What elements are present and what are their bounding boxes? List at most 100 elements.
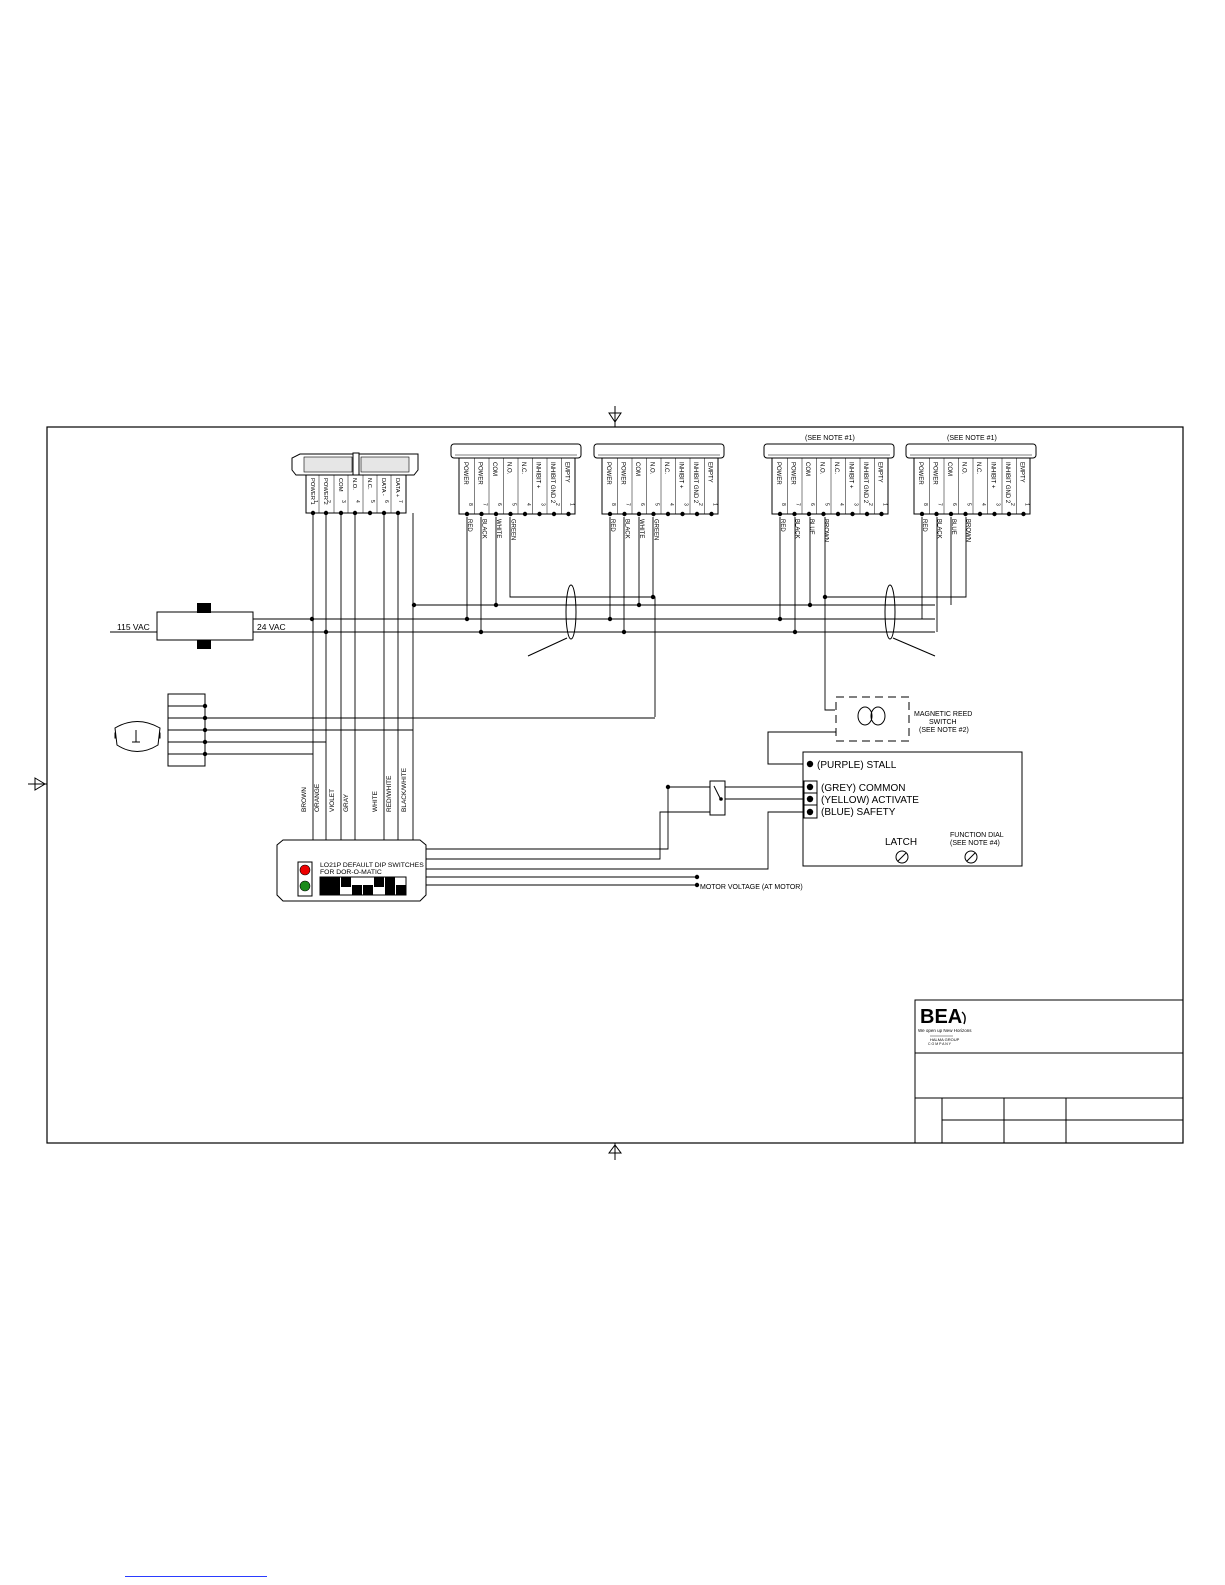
- lo21p-subtitle: FOR DOR-O-MATIC: [320, 869, 382, 876]
- sensor-pin-label: EMPTY: [1019, 462, 1025, 483]
- sensor-wire-color-label: GREEN: [653, 519, 659, 540]
- sensor-pin-terminal: [651, 511, 656, 517]
- sensor-pin-label: INHIBIT +: [535, 462, 541, 489]
- sensor-pin-number: 4: [980, 503, 986, 506]
- control-pin-label: COM: [337, 478, 343, 492]
- sensor-pin-terminal: [977, 511, 983, 517]
- sensor-pin-terminal: [479, 511, 484, 517]
- sensor-pin-terminal: [464, 511, 470, 517]
- lo21p-wire-color-label: BROWN: [301, 787, 308, 812]
- sensor-pin-terminal: [835, 511, 841, 517]
- sensor-pin-number: 6: [951, 503, 957, 506]
- sensor-pin-terminal: [566, 511, 571, 517]
- lo21p-wire-color-label: RED/WHITE: [386, 775, 393, 812]
- sensor-pin-number: 3: [853, 503, 859, 506]
- sensor-pin-label: POWER: [477, 462, 483, 485]
- sensor-pin-label: POWER: [790, 462, 796, 485]
- sensor-pin-terminal: [680, 511, 685, 517]
- sensor-pin-terminal: [622, 511, 627, 517]
- lo21p-wire-color-label: VIOLET: [329, 789, 336, 812]
- sensor-pin-terminal: [636, 511, 642, 517]
- activation-switch: [114, 693, 655, 767]
- sensor-pin-label: COM: [634, 462, 640, 476]
- sensor-pin-label: N.O.: [649, 462, 655, 475]
- sensor-wire-color-label: BLUE: [950, 519, 956, 535]
- sensor-pin-terminal: [879, 511, 884, 517]
- control-pin-label: DATA -: [380, 478, 386, 496]
- power-buses: [253, 604, 935, 633]
- sensor-wire-color-label: BLACK: [624, 519, 630, 539]
- reed-label-3: (SEE NOTE #2): [919, 727, 969, 734]
- sensor-pin-label: POWER: [620, 462, 626, 485]
- sensor-pin-terminal: [850, 511, 855, 517]
- control-pin-number: 1: [312, 500, 318, 503]
- center-mark-left: [28, 777, 47, 791]
- sensor-pin-number: 1: [712, 503, 718, 506]
- sensor-pin-number: 4: [525, 503, 531, 506]
- sensor-pin-terminal: [821, 511, 826, 517]
- lo21p-module: LO21P DEFAULT DIP SWITCHES FOR DOR-O-MAT…: [276, 839, 427, 902]
- sensor-pin-number: 3: [683, 503, 689, 506]
- sensor-pin-number: 8: [922, 503, 928, 506]
- control-pin-label: N.C.: [366, 478, 372, 490]
- control-pin-label: DATA +: [394, 478, 400, 498]
- sensor-pin-number: 1: [1024, 503, 1030, 506]
- control-pin-number: 7: [397, 500, 403, 503]
- latch-dial-icon: [895, 850, 909, 864]
- terminal-activate: (YELLOW) ACTIVATE: [821, 795, 919, 806]
- sensor-pin-terminal: [508, 511, 513, 517]
- sensor-pin-terminal: [537, 511, 542, 517]
- sensor-pin-number: 6: [496, 503, 502, 506]
- sensor-pin-number: 6: [639, 503, 645, 506]
- control-pin-number: 5: [369, 500, 375, 503]
- group-line-1: HALMA GROUP: [930, 1037, 960, 1042]
- sensor-pin-terminal: [864, 511, 870, 517]
- function-dial-icon: [964, 850, 978, 864]
- input-voltage-label: 115 VAC: [117, 622, 150, 632]
- sensor-wire-color-label: RED: [466, 519, 472, 532]
- sensor-pin-terminal: [963, 511, 968, 517]
- reed-label-1: MAGNETIC REED: [914, 711, 972, 718]
- sensor-pin-label: INHIBIT +: [848, 462, 854, 489]
- sensor-pin-label: POWER: [917, 462, 923, 485]
- sensor-pin-label: N.C.: [663, 462, 669, 474]
- sensor-pin-label: INHIBIT GND 2: [862, 462, 868, 504]
- sensor-pin-number: 4: [838, 503, 844, 506]
- sensor-wire-color-label: BLACK: [794, 519, 800, 539]
- function-dial-label: FUNCTION DIAL: [950, 832, 1004, 839]
- control-pin-number: 3: [340, 500, 346, 503]
- sensor-wire-color-label: BROWN: [965, 519, 971, 542]
- sensor-pin-terminal: [792, 511, 797, 517]
- sensor-pin-label: N.C.: [833, 462, 839, 474]
- sensor-pin-number: 3: [540, 503, 546, 506]
- sensor-wire-color-label: RED: [609, 519, 615, 532]
- sensor-pin-number: 1: [882, 503, 888, 506]
- sensor-pin-number: 2: [1009, 503, 1015, 506]
- sensor-pin-number: 7: [795, 503, 801, 506]
- sensor-pin-terminal: [551, 511, 557, 517]
- sensor-pin-terminal: [934, 511, 939, 517]
- lo21p-wire-color-label: ORANGE: [314, 783, 321, 812]
- bottom-link-underline[interactable]: [125, 1576, 267, 1577]
- sensor-pin-label: EMPTY: [877, 462, 883, 483]
- sensor-pin-number: 2: [697, 503, 703, 506]
- sensor-pin-terminal: [777, 511, 783, 517]
- sensor-pin-number: 2: [554, 503, 560, 506]
- sensor-wire-color-label: WHITE: [638, 519, 644, 538]
- sensor-wire-color-label: WHITE: [495, 519, 501, 538]
- door-operator: (PURPLE) STALL (GREY) COMMON (YELLOW) AC…: [802, 751, 1023, 867]
- control-pin-number: 6: [383, 500, 389, 503]
- sensor-pin-label: N.O.: [819, 462, 825, 475]
- sensor-pin-label: INHIBIT GND 2: [549, 462, 555, 504]
- sensor-wire-color-label: BLUE: [808, 519, 814, 535]
- sensor-pin-number: 6: [809, 503, 815, 506]
- sensor-pin-number: 5: [824, 503, 830, 506]
- sensor-pin-terminal: [665, 511, 671, 517]
- magnetic-reed-switch: MAGNETIC REED SWITCH (SEE NOTE #2): [767, 696, 972, 765]
- sensor-wire-color-label: GREEN: [510, 519, 516, 540]
- sensor-pin-terminal: [694, 511, 700, 517]
- center-mark-top: [608, 406, 622, 427]
- sensor-wire-color-label: RED: [779, 519, 785, 532]
